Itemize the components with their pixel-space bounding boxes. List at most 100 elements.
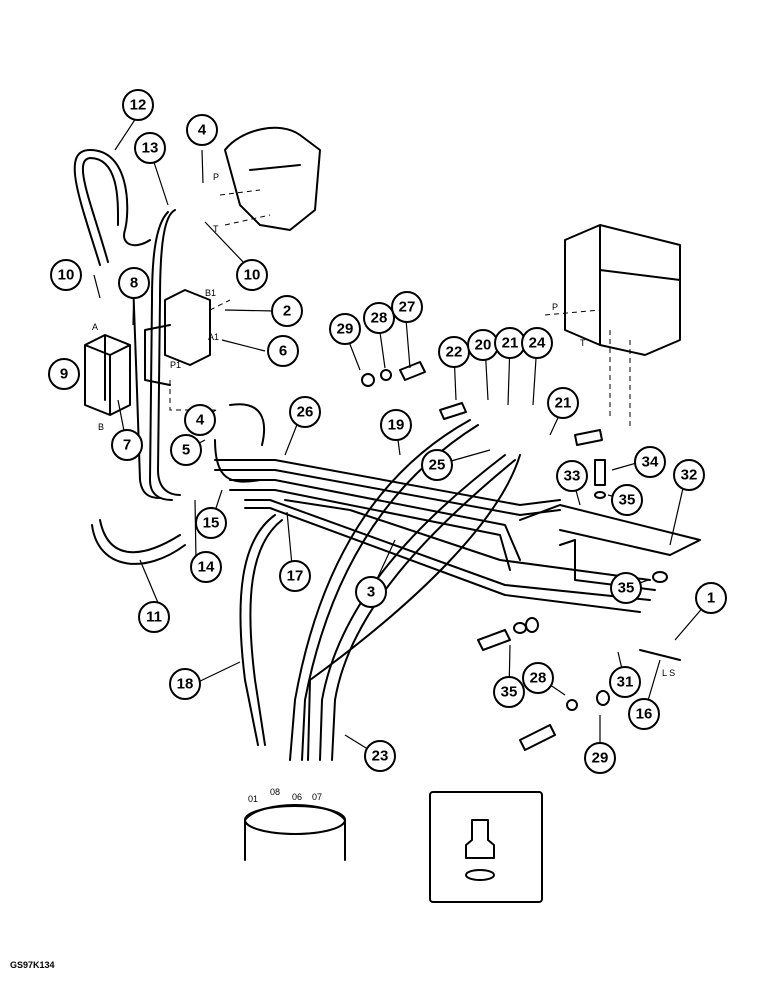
hose-end-label: 01 [248, 794, 258, 804]
callout-number: 3 [367, 584, 375, 601]
callout-10: 10 [50, 259, 82, 291]
callout-3: 3 [355, 576, 387, 608]
callout-18: 18 [169, 668, 201, 700]
port-label: L S [662, 668, 675, 678]
callout-number: 19 [388, 417, 405, 434]
callout-4: 4 [184, 404, 216, 436]
hose-end-label: 07 [312, 792, 322, 802]
callout-33: 33 [556, 460, 588, 492]
callout-29: 29 [584, 742, 616, 774]
callout-35: 35 [610, 572, 642, 604]
callout-number: 34 [642, 454, 659, 471]
callout-number: 7 [123, 437, 131, 454]
callout-35: 35 [493, 676, 525, 708]
callout-number: 15 [203, 515, 220, 532]
callout-number: 25 [429, 457, 446, 474]
callout-17: 17 [279, 560, 311, 592]
port-label: A1 [208, 332, 219, 342]
callout-number: 27 [399, 299, 416, 316]
callout-5: 5 [170, 434, 202, 466]
callout-number: 10 [58, 267, 75, 284]
callout-23: 23 [364, 740, 396, 772]
callout-number: 1 [707, 590, 715, 607]
callout-10: 10 [236, 259, 268, 291]
callout-4: 4 [186, 114, 218, 146]
callout-number: 5 [182, 442, 190, 459]
callout-19: 19 [380, 409, 412, 441]
port-label: P [213, 172, 219, 182]
solenoid-valve [144, 289, 211, 386]
callout-number: 20 [475, 337, 492, 354]
callout-number: 22 [446, 344, 463, 361]
callout-9: 9 [48, 358, 80, 390]
callout-number: 13 [142, 140, 159, 157]
callout-28: 28 [522, 662, 554, 694]
callout-number: 21 [502, 335, 519, 352]
callout-number: 35 [619, 492, 636, 509]
port-label: P1 [170, 360, 181, 370]
callout-number: 35 [618, 580, 635, 597]
callout-number: 14 [198, 559, 215, 576]
hose-end-label: 08 [270, 787, 280, 797]
callout-number: 32 [681, 467, 698, 484]
port-label: T [580, 338, 586, 348]
callout-number: 4 [198, 122, 207, 139]
callout-21: 21 [547, 387, 579, 419]
callout-number: 9 [60, 366, 68, 383]
callout-number: 26 [297, 404, 314, 421]
reservoir [244, 804, 346, 861]
hose-18 [239, 514, 276, 746]
callout-32: 32 [673, 459, 705, 491]
port-label: P [552, 302, 558, 312]
tube-11 [99, 519, 181, 554]
callout-1: 1 [695, 582, 727, 614]
callout-2: 2 [271, 295, 303, 327]
callout-8: 8 [118, 267, 150, 299]
callout-number: 4 [196, 412, 205, 429]
callout-26: 26 [289, 396, 321, 428]
callout-16: 16 [628, 698, 660, 730]
callout-number: 10 [244, 267, 261, 284]
hose-end-labels: 01 08 06 07 [248, 787, 322, 804]
callout-number: 23 [372, 748, 389, 765]
callout-28: 28 [363, 302, 395, 334]
callout-22: 22 [438, 336, 470, 368]
callout-number: 12 [130, 97, 147, 114]
callout-6: 6 [267, 335, 299, 367]
callout-11: 11 [138, 601, 170, 633]
callout-number: 29 [337, 321, 354, 338]
callout-number: 8 [130, 275, 138, 292]
callout-number: 17 [287, 568, 304, 585]
figure-code: GS97K134 [10, 960, 55, 970]
callout-number: 35 [501, 684, 518, 701]
callout-number: 31 [617, 674, 634, 691]
callout-12: 12 [122, 89, 154, 121]
callout-21: 21 [494, 327, 526, 359]
control-valve-right [564, 224, 681, 356]
bracket-32 [519, 504, 701, 556]
valve-block-7 [84, 334, 131, 416]
callout-24: 24 [521, 327, 553, 359]
hose-23 [319, 454, 506, 761]
callout-number: 24 [529, 335, 546, 352]
callout-29: 29 [329, 313, 361, 345]
hose-end-label: 06 [292, 792, 302, 802]
callout-number: 18 [177, 676, 194, 693]
callout-number: 11 [146, 609, 162, 626]
callout-number: 21 [555, 395, 572, 412]
callout-number: 16 [636, 706, 653, 723]
tube-bundle-3 [214, 459, 561, 506]
callout-14: 14 [190, 551, 222, 583]
callout-27: 27 [391, 291, 423, 323]
callout-31: 31 [609, 666, 641, 698]
callout-35: 35 [611, 484, 643, 516]
port-label: B1 [205, 288, 216, 298]
callout-34: 34 [634, 446, 666, 478]
callout-15: 15 [195, 507, 227, 539]
callout-7: 7 [111, 429, 143, 461]
inset-box [429, 791, 543, 903]
